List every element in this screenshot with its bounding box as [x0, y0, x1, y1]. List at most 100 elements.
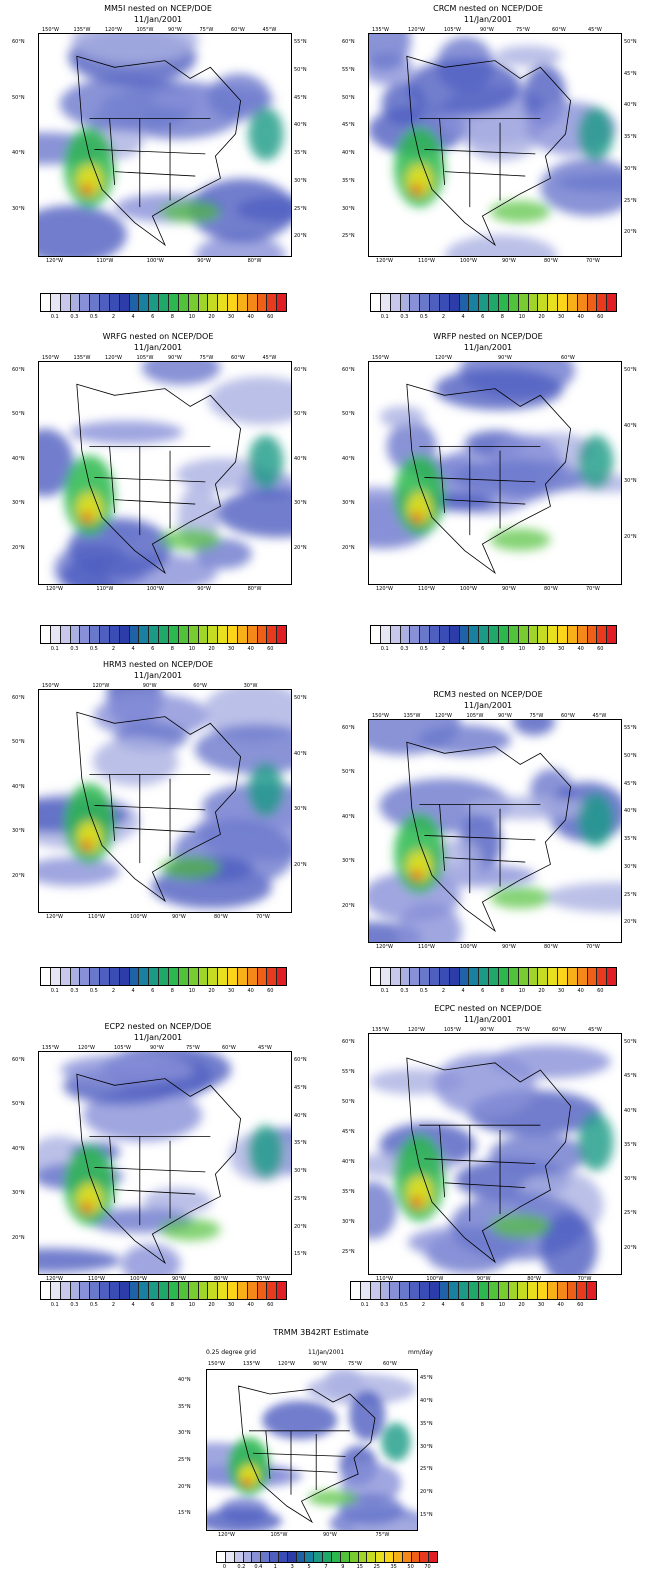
- top-lon-tick: 90°W: [498, 713, 512, 719]
- left-lat-tick: 25°N: [342, 233, 355, 240]
- colorbar-label: 2: [111, 646, 116, 652]
- left-lat-tick: 40°N: [342, 455, 355, 462]
- colorbar-swatch: [267, 626, 278, 643]
- colorbar-swatch: [188, 626, 199, 643]
- colorbar-swatch: [508, 294, 519, 311]
- colorbar-swatch: [139, 968, 150, 985]
- trmm-left-lat-tick: 25°N: [178, 1457, 191, 1463]
- colorbar-swatch: [50, 626, 61, 643]
- precip-map: [38, 33, 292, 257]
- colorbar-label: 10: [518, 646, 526, 652]
- colorbar-label: 30: [557, 988, 565, 994]
- left-lat-tick: 55°N: [342, 1069, 355, 1075]
- colorbar-swatch: [208, 1282, 219, 1299]
- right-lat-tick: 20°N: [624, 1244, 637, 1251]
- colorbar-label: 15: [356, 1564, 363, 1570]
- colorbar-label: 20: [208, 646, 215, 652]
- right-lat-tick: 20°N: [294, 1223, 307, 1230]
- colorbar-label: 0.3: [400, 988, 409, 994]
- colorbar-swatch: [277, 968, 287, 985]
- colorbar-swatch: [119, 626, 130, 643]
- colorbar-swatch: [420, 626, 431, 643]
- model-colorbar: [40, 967, 287, 986]
- trmm-bottom-lon-tick: 90°W: [323, 1532, 337, 1538]
- model-colorbar: [350, 1281, 597, 1300]
- colorbar-swatch: [225, 1552, 235, 1562]
- colorbar-swatch: [498, 626, 509, 643]
- right-lat-tick: 40°N: [294, 455, 307, 462]
- colorbar-swatch: [390, 294, 401, 311]
- colorbar-swatch: [607, 626, 617, 643]
- colorbar-swatch: [380, 1282, 391, 1299]
- right-lat-tick: 50°N: [294, 695, 307, 701]
- colorbar-swatch: [80, 968, 91, 985]
- colorbar-swatch: [208, 294, 219, 311]
- panel-date: 11/Jan/2001: [463, 15, 513, 24]
- colorbar-swatch: [567, 968, 578, 985]
- left-lat-tick: 60°N: [342, 39, 355, 45]
- colorbar-swatch: [558, 968, 568, 985]
- colorbar-swatch: [488, 1282, 499, 1299]
- top-lon-tick: 90°W: [480, 1027, 494, 1033]
- colorbar-label: 60: [597, 314, 604, 320]
- bottom-lon-tick: 110°W: [88, 914, 105, 920]
- precip-map: [368, 1033, 622, 1275]
- right-lat-tick: 30°N: [624, 1176, 637, 1183]
- left-lat-tick: 50°N: [342, 769, 355, 776]
- top-lon-tick: 120°W: [92, 683, 110, 689]
- bottom-lon-tick: 70°W: [256, 914, 270, 920]
- colorbar-label: 40: [577, 988, 584, 994]
- trmm-left-lat-tick: 40°N: [178, 1377, 191, 1383]
- colorbar-label: 30: [227, 988, 235, 994]
- colorbar-swatch: [41, 968, 51, 985]
- left-lat-tick: 30°N: [342, 500, 355, 507]
- right-lat-tick: 60°N: [294, 367, 307, 373]
- left-lat-tick: 30°N: [12, 828, 25, 835]
- colorbar-label: 60: [267, 314, 274, 320]
- bottom-lon-tick: 110°W: [96, 258, 114, 264]
- right-lat-tick: 50°N: [624, 752, 637, 759]
- top-lon-tick: 120°W: [435, 355, 452, 361]
- left-lat-tick: 30°N: [12, 205, 25, 212]
- colorbar-swatch: [188, 1282, 199, 1299]
- colorbar-swatch: [380, 968, 391, 985]
- colorbar-swatch: [558, 626, 568, 643]
- right-lat-tick: 50°N: [294, 66, 307, 73]
- colorbar-label: 0.3: [70, 988, 79, 994]
- trmm-right-lat-tick: 35°N: [420, 1420, 433, 1427]
- right-lat-tick: 40°N: [624, 102, 637, 109]
- colorbar-swatch: [430, 626, 440, 643]
- colorbar-label: 2: [111, 988, 116, 994]
- colorbar-label: 0.5: [419, 988, 428, 994]
- colorbar-swatch: [41, 294, 51, 311]
- precip-field: [39, 34, 291, 256]
- colorbar-swatch: [278, 1552, 288, 1562]
- bottom-lon-tick: 100°W: [460, 586, 477, 592]
- colorbar-swatch: [218, 968, 229, 985]
- colorbar-swatch: [479, 294, 490, 311]
- colorbar-swatch: [393, 1552, 403, 1562]
- colorbar-label: 30: [537, 1302, 545, 1308]
- right-lat-tick: 45°N: [294, 94, 307, 101]
- colorbar-label: 6: [481, 646, 485, 652]
- colorbar-swatch: [410, 626, 421, 643]
- colorbar-swatch: [567, 294, 578, 311]
- model-colorbar: [40, 293, 287, 312]
- colorbar-swatch: [168, 1282, 179, 1299]
- colorbar-label: 60: [267, 1302, 274, 1308]
- colorbar-label: 0.5: [419, 646, 428, 652]
- right-lat-tick: 35°N: [624, 134, 637, 141]
- colorbar-label: 30: [557, 646, 565, 652]
- colorbar-swatch: [90, 294, 101, 311]
- right-lat-tick: 40°N: [624, 808, 637, 815]
- colorbar-swatch: [178, 294, 189, 311]
- colorbar-swatch: [587, 1282, 597, 1299]
- bottom-lon-tick: 120°W: [376, 586, 393, 592]
- bottom-lon-tick: 100°W: [460, 258, 477, 264]
